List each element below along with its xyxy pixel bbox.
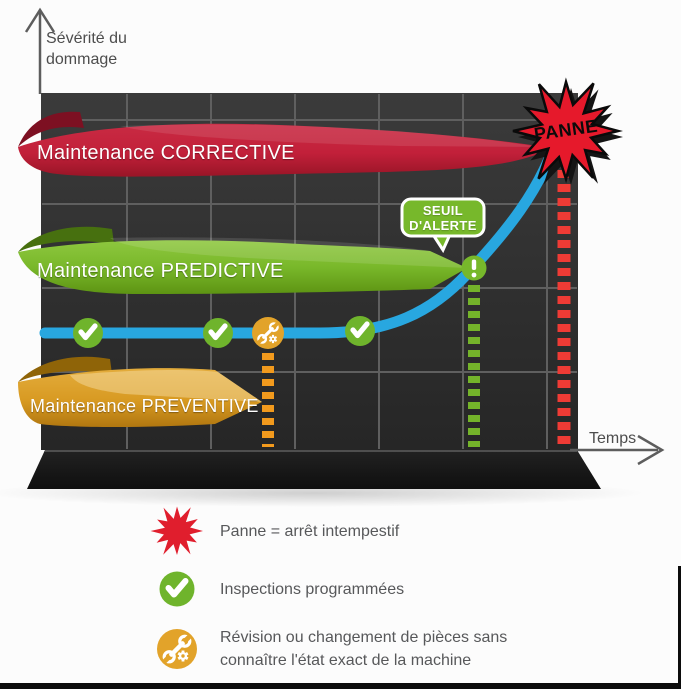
- legend-text-revision: Révision ou changement de pièces sans co…: [220, 626, 507, 672]
- chart-pedestal: [27, 450, 601, 489]
- alert-bubble-text: SEUIL D'ALERTE: [402, 203, 484, 233]
- y-axis-label-line1: Sévérité du: [46, 30, 127, 47]
- ribbon-preventive-highlight: [70, 370, 262, 402]
- legend-text-inspections: Inspections programmées: [220, 580, 405, 598]
- legend: Panne = arrêt intempestif Inspections pr…: [150, 504, 590, 680]
- x-axis: [570, 434, 665, 466]
- wrench-circle-icon: [157, 629, 197, 669]
- legend-text-revision-line2: connaître l'état exact de la machine: [220, 652, 472, 669]
- ribbon-corrective-highlight: [120, 124, 540, 147]
- ribbon-predictive: [18, 226, 467, 294]
- legend-text-revision-line1: Révision ou changement de pièces sans: [220, 629, 508, 646]
- check-circle-icon: [203, 318, 233, 348]
- ribbon-corrective: [18, 111, 545, 177]
- ribbon-predictive-fold: [18, 226, 114, 252]
- y-axis-label: Sévérité du dommage: [46, 28, 127, 70]
- alert-bubble: [400, 197, 486, 254]
- y-axis-label-line2: dommage: [46, 51, 118, 68]
- alert-bubble-line2: D'ALERTE: [409, 218, 477, 233]
- legend-text-panne: Panne = arrêt intempestif: [220, 522, 400, 540]
- ribbon-preventive: [18, 356, 262, 427]
- alert-bubble-line1: SEUIL: [422, 203, 464, 218]
- right-border-bar: [678, 566, 681, 689]
- ribbon-preventive-fold: [18, 356, 112, 382]
- ribbon-predictive-highlight: [110, 237, 467, 268]
- ribbon-preventive-label: Maintenance PREVENTIVE: [30, 396, 259, 416]
- legend-item-panne: Panne = arrêt intempestif: [150, 504, 590, 558]
- check-circle-icon: [159, 571, 195, 607]
- x-axis-label: Temps: [589, 430, 637, 447]
- ribbon-corrective-fold: [18, 111, 84, 147]
- check-circle-icon: [73, 318, 103, 348]
- ribbon-corrective-band: [18, 123, 545, 177]
- check-circle-icon: [345, 316, 375, 346]
- ribbon-predictive-band: [18, 240, 467, 294]
- ribbon-corrective-label: Maintenance CORRECTIVE: [37, 142, 295, 164]
- wrench-circle-icon: [252, 317, 284, 349]
- y-axis: [24, 7, 56, 94]
- legend-item-revision: Révision ou changement de pièces sans co…: [150, 622, 590, 676]
- ribbon-predictive-label: Maintenance PREDICTIVE: [37, 260, 284, 282]
- ribbon-preventive-band: [18, 368, 262, 427]
- legend-item-inspections: Inspections programmées: [150, 562, 590, 616]
- bottom-border-bar: [0, 683, 681, 689]
- exclamation-circle-icon: [461, 255, 487, 281]
- burst-icon: [150, 506, 203, 555]
